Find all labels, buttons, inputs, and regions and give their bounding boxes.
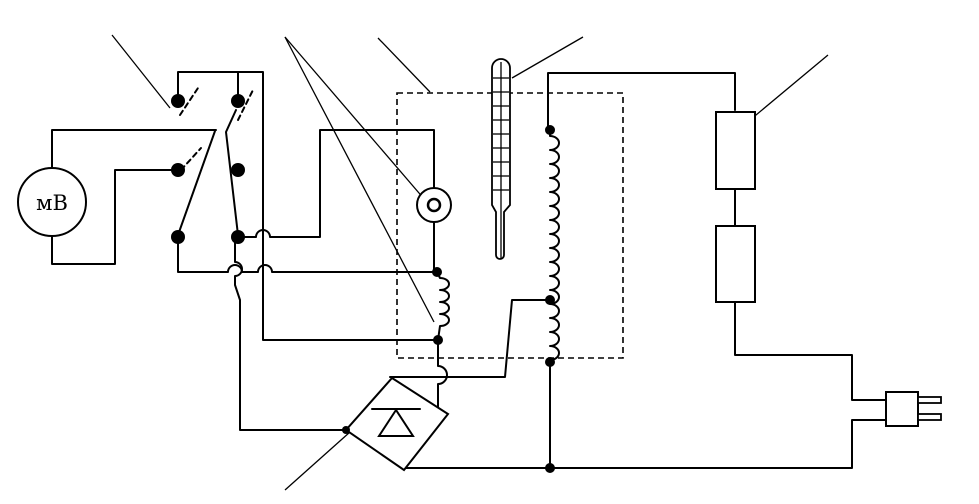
plug-pin-top	[917, 396, 942, 404]
terminal-dot	[231, 230, 245, 244]
plug-body	[885, 391, 919, 427]
wire-switch-top	[177, 71, 264, 241]
wire-to-plug-top	[734, 301, 887, 401]
leader-electrodes-b	[284, 36, 435, 323]
switch-linkage-c	[180, 147, 202, 171]
heater-coil	[549, 129, 560, 361]
leader-electrodes-a	[284, 36, 426, 201]
rectifier-bridge	[344, 376, 450, 472]
leader-rectifier	[284, 431, 351, 491]
wire-bottom-bus	[404, 419, 887, 469]
electrode	[416, 187, 452, 223]
wire-left-down	[234, 236, 347, 431]
junction-dot	[342, 426, 350, 434]
leader-thermometer	[511, 36, 584, 79]
millivoltmeter: мВ	[17, 167, 87, 237]
terminal-dot	[171, 163, 185, 177]
wire-meter-bottom	[51, 169, 179, 265]
double-pole-switch	[177, 87, 255, 236]
rectifier-diode	[377, 408, 415, 437]
wiring	[51, 71, 887, 469]
switch-lever-left	[177, 130, 216, 236]
terminal-dot	[171, 94, 185, 108]
wire-coil-loop	[262, 239, 439, 341]
terminal-dot	[231, 163, 245, 177]
electrode-inner	[426, 197, 442, 213]
wire-coil-rectifier	[437, 339, 448, 421]
millivoltmeter-label: мВ	[36, 191, 68, 215]
thermometer	[491, 58, 511, 260]
wire-switch-bottom	[177, 237, 438, 273]
terminal-dot	[231, 94, 245, 108]
junction-dot	[432, 267, 442, 277]
resistor-upper	[715, 111, 756, 190]
leader-vessel	[377, 37, 431, 93]
resistor-lower	[715, 225, 756, 303]
switch-linkage-b	[237, 87, 255, 121]
leader-lines	[111, 34, 829, 491]
wire-to-electrode	[237, 129, 435, 238]
plug-pin-bottom	[917, 413, 942, 421]
wire-meter-top	[51, 129, 217, 169]
junction-dot	[545, 357, 555, 367]
terminal-dot	[171, 230, 185, 244]
junction-dot	[545, 463, 555, 473]
wire-rectifier-top	[389, 299, 551, 378]
wire-heater-top	[547, 72, 736, 131]
thermometer-scale	[493, 77, 509, 191]
junction-dot	[545, 295, 555, 305]
junction-dot	[545, 125, 555, 135]
leader-switch	[111, 34, 171, 109]
power-plug	[885, 391, 942, 427]
switch-lever-right	[225, 109, 239, 236]
junction-dots	[171, 94, 555, 473]
switch-linkage-a	[179, 87, 199, 116]
small-coil	[436, 271, 450, 341]
junction-dot	[433, 335, 443, 345]
